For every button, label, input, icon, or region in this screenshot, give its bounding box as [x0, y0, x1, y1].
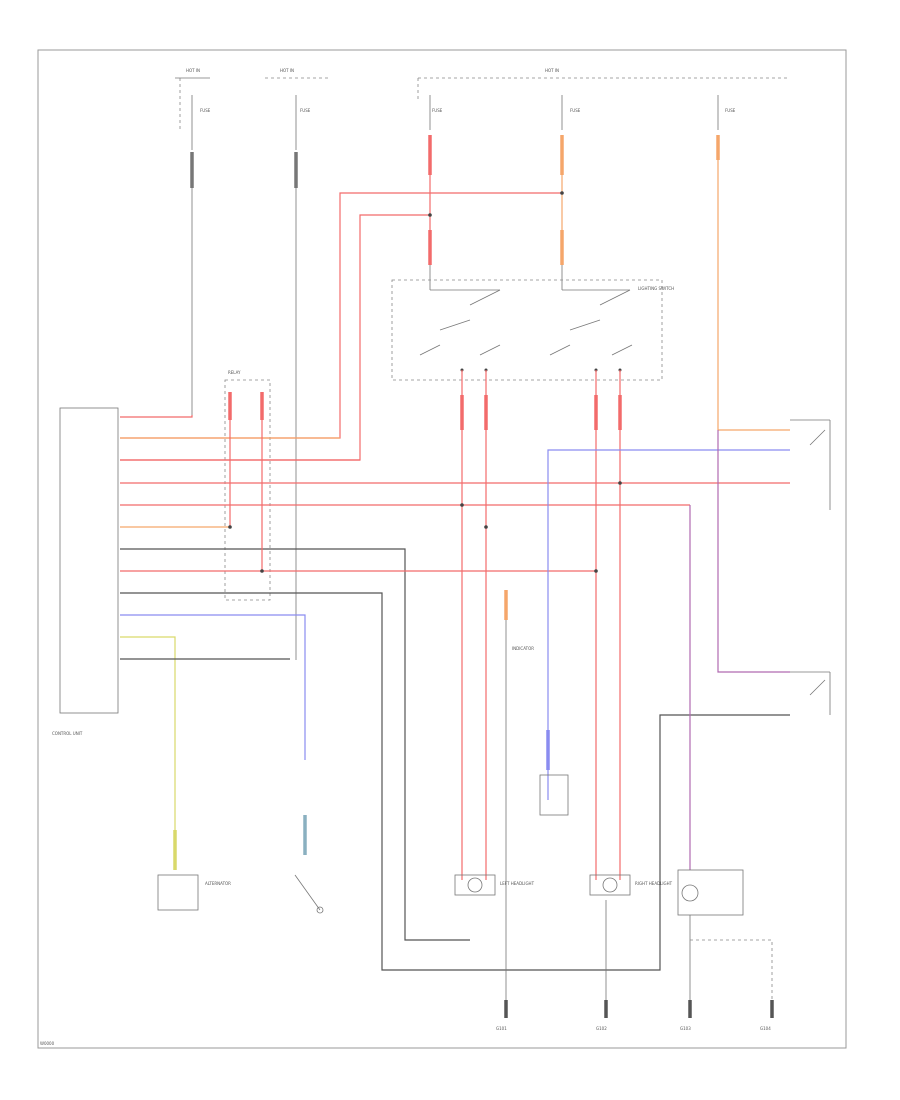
hot-bus-left: HOT IN FUSE	[175, 68, 211, 130]
alternator-label: ALTERNATOR	[205, 881, 231, 886]
harness-wire-10	[120, 614, 306, 760]
splice-points	[228, 191, 622, 573]
fuse-label-1: FUSE	[200, 108, 211, 113]
ground-1: G101	[496, 990, 508, 1031]
lighting-switch-label: LIGHTING SWITCH	[638, 286, 674, 291]
footer-code: W0000	[40, 1041, 55, 1046]
fuse-label-4: FUSE	[570, 108, 581, 113]
purple-right-wire	[717, 430, 790, 673]
fuse-drops	[190, 95, 719, 660]
orange-right-wire	[716, 135, 790, 431]
hot-label-2: HOT IN	[280, 68, 294, 73]
hot-label-3: HOT IN	[545, 68, 559, 73]
ground-label-4: G104	[760, 1026, 771, 1031]
lighting-switch: LIGHTING SWITCH	[391, 279, 674, 381]
fuse-label-3: FUSE	[432, 108, 443, 113]
ground-label-2: G102	[596, 1026, 607, 1031]
sensor	[294, 815, 324, 914]
hot-label-1: HOT IN	[186, 68, 200, 73]
headlight-right: RIGHT HEADLIGHT	[589, 874, 673, 896]
control-unit: CONTROL UNIT	[52, 407, 119, 736]
ground-label-1: G101	[496, 1026, 507, 1031]
mid-relay	[539, 730, 569, 816]
ground-3: G103	[680, 915, 692, 1031]
red-cross-wire-1	[120, 192, 562, 439]
alternator: ALTERNATOR	[157, 830, 231, 911]
harness-wire-9	[120, 592, 790, 971]
harness-wire-7	[120, 548, 470, 941]
ground-4: G104	[690, 939, 774, 1031]
headlight-left-label: LEFT HEADLIGHT	[500, 881, 535, 886]
headlight-left: LEFT HEADLIGHT	[454, 874, 535, 896]
fuse-label-5: FUSE	[725, 108, 736, 113]
fuse-label-2: FUSE	[300, 108, 311, 113]
right-switch-upper	[790, 419, 831, 510]
control-unit-label: CONTROL UNIT	[52, 731, 83, 736]
harness-wire-1	[120, 415, 193, 418]
mid-indicator: INDICATOR	[504, 590, 534, 990]
relay-box: RELAY	[224, 370, 271, 601]
blue-switch-wire	[547, 449, 790, 800]
indicator-label: INDICATOR	[512, 646, 534, 651]
right-switch-lower	[790, 671, 831, 715]
diagram-frame	[37, 49, 847, 1049]
ground-label-3: G103	[680, 1026, 691, 1031]
headlight-right-label: RIGHT HEADLIGHT	[635, 881, 673, 886]
relay-label: RELAY	[228, 370, 241, 375]
harness-wire-11	[120, 636, 176, 830]
red-cross-wire-2	[120, 214, 430, 461]
headlight-module	[677, 869, 744, 916]
hot-bus-mid: HOT IN FUSE	[265, 68, 330, 113]
switch-drops	[460, 370, 622, 880]
hot-bus-right: HOT IN FUSE FUSE FUSE	[417, 68, 790, 113]
ground-2: G102	[596, 900, 608, 1031]
